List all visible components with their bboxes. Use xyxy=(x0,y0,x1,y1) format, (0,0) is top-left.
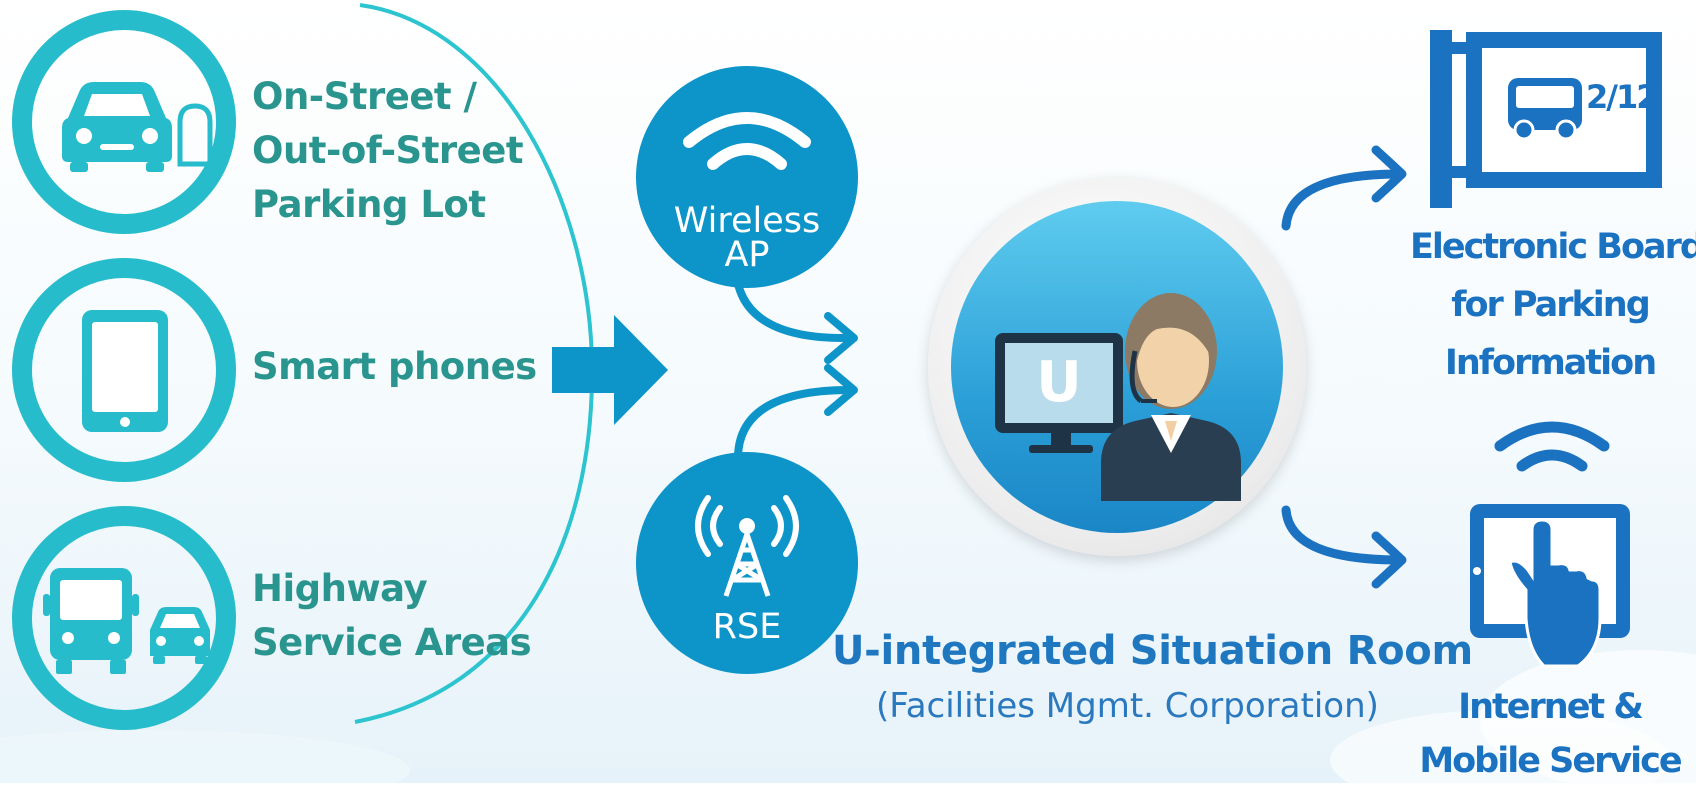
rse-label: RSE xyxy=(712,607,782,647)
electronic-board-label: Electronic Board for Parking Information xyxy=(1410,227,1696,383)
block-arrow xyxy=(552,315,668,425)
car-parking-icon xyxy=(12,10,236,234)
bus-car-icon xyxy=(12,506,236,730)
situation-room-title: U-integrated Situation Room xyxy=(832,628,1473,674)
tablet-touch-icon xyxy=(1466,500,1634,668)
mobile-service-label: Internet & Mobile Service xyxy=(1419,687,1682,781)
rse-node: RSE xyxy=(636,452,858,674)
collector-arrows xyxy=(732,266,858,460)
wireless-ap-label: Wireless AP xyxy=(673,201,821,275)
source-highway-label: Highway Service Areas xyxy=(252,567,532,664)
wireless-ap-node: Wireless AP xyxy=(636,66,858,288)
situation-room-circle: U xyxy=(928,178,1306,556)
antenna-tower-icon xyxy=(695,495,799,597)
tablet-icon xyxy=(12,258,236,482)
situation-room-inner: U xyxy=(951,201,1283,533)
board-display-text: 2/12 xyxy=(1586,78,1658,116)
source-smartphone-circle xyxy=(10,256,238,484)
wifi-icon xyxy=(683,112,811,170)
operator-icon xyxy=(995,293,1241,501)
monitor-letter: U xyxy=(1036,350,1082,415)
source-smartphone-label: Smart phones xyxy=(252,345,537,388)
source-parking-label: On-Street / Out-of-Street Parking Lot xyxy=(252,75,524,226)
electronic-board-icon: 2/12 xyxy=(1430,30,1664,210)
wifi-signal-icon xyxy=(1494,421,1610,472)
source-parking-circle xyxy=(10,8,238,236)
source-highway-circle xyxy=(10,504,238,732)
output-arrows xyxy=(1281,145,1407,589)
situation-room-subtitle: (Facilities Mgmt. Corporation) xyxy=(876,686,1379,726)
